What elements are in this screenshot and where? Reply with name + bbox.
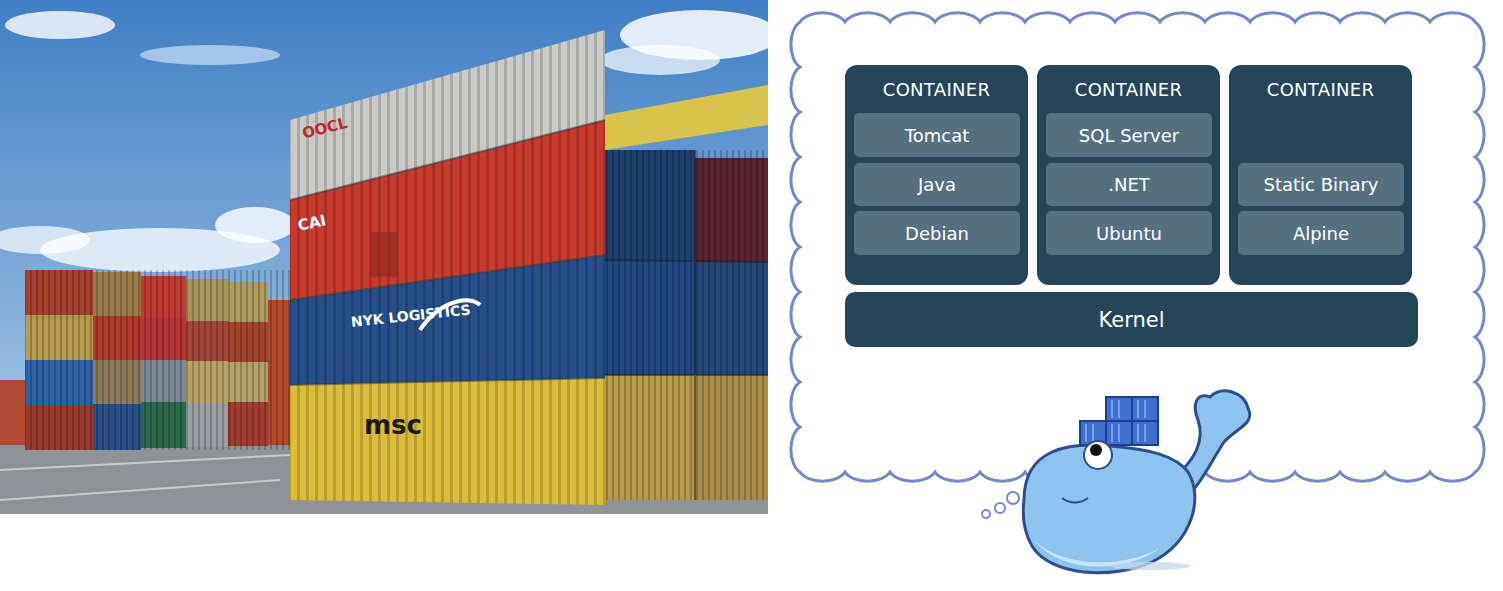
thought-cloud bbox=[791, 13, 1484, 481]
container-heading: CONTAINER bbox=[1229, 65, 1412, 100]
layer-label: SQL Server bbox=[1079, 125, 1179, 146]
layer-box: .NET bbox=[1046, 163, 1212, 206]
kernel-box: Kernel bbox=[845, 292, 1418, 347]
layer-box: Debian bbox=[854, 211, 1020, 255]
container-box: CONTAINER TomcatJavaDebian bbox=[845, 65, 1028, 285]
container-brand: msc bbox=[364, 410, 422, 440]
layer-label: Tomcat bbox=[905, 125, 969, 146]
layer-box: Ubuntu bbox=[1046, 211, 1212, 255]
layer-label: Debian bbox=[905, 223, 969, 244]
container-box: CONTAINER SQL Server .NET Ubuntu bbox=[1037, 65, 1220, 285]
layer-box: Alpine bbox=[1238, 211, 1404, 255]
thought-dot bbox=[1007, 492, 1019, 504]
container-brand: CAI bbox=[296, 211, 327, 234]
docker-whale bbox=[1023, 391, 1250, 573]
layer-label: Static Binary bbox=[1263, 174, 1378, 195]
layer-box: Static Binary bbox=[1238, 163, 1404, 206]
layer-box: Tomcat bbox=[854, 113, 1020, 157]
thought-dot bbox=[995, 503, 1005, 513]
layer-label: .NET bbox=[1108, 174, 1150, 195]
container-heading: CONTAINER bbox=[845, 65, 1028, 100]
container-heading: CONTAINER bbox=[1037, 65, 1220, 100]
container-box: CONTAINER Static BinaryAlpine bbox=[1229, 65, 1412, 285]
layer-label: Java bbox=[918, 174, 956, 195]
container-brand: NYK LOGISTICS bbox=[350, 301, 471, 329]
layer-label: Alpine bbox=[1293, 223, 1349, 244]
container-brand: OOCL bbox=[300, 114, 349, 143]
container-photo bbox=[0, 0, 780, 514]
layer-box: Java bbox=[854, 163, 1020, 206]
layer-box: SQL Server bbox=[1046, 113, 1212, 157]
kernel-label: Kernel bbox=[1099, 308, 1165, 332]
thought-dot bbox=[982, 510, 990, 518]
layer-label: Ubuntu bbox=[1096, 223, 1162, 244]
